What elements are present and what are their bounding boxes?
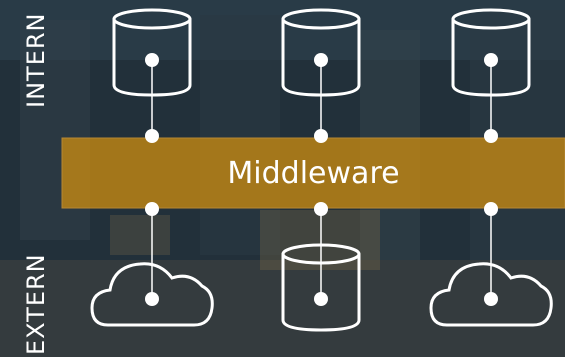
connection-dot bbox=[484, 292, 498, 306]
connection-dot bbox=[314, 202, 328, 216]
database-icon bbox=[451, 8, 531, 97]
middleware-label: Middleware bbox=[227, 155, 400, 191]
connection-dot bbox=[145, 53, 159, 67]
cloud-icon bbox=[429, 262, 553, 327]
connection-dot bbox=[314, 129, 328, 143]
database-icon bbox=[112, 8, 192, 97]
connection-dot bbox=[314, 292, 328, 306]
intern-label: INTERN bbox=[22, 12, 50, 108]
connection-dot bbox=[145, 202, 159, 216]
connection-dot bbox=[145, 292, 159, 306]
connection-dot bbox=[314, 53, 328, 67]
extern-label: EXTERN bbox=[22, 253, 50, 355]
database-icon bbox=[281, 243, 361, 332]
connector-lines bbox=[151, 60, 492, 299]
middleware-band bbox=[61, 137, 565, 209]
connection-dot bbox=[484, 129, 498, 143]
connection-dots bbox=[145, 53, 498, 306]
connection-dot bbox=[484, 53, 498, 67]
connection-dot bbox=[484, 202, 498, 216]
database-icon bbox=[281, 8, 361, 97]
connection-dot bbox=[145, 129, 159, 143]
cloud-icon bbox=[90, 262, 214, 327]
